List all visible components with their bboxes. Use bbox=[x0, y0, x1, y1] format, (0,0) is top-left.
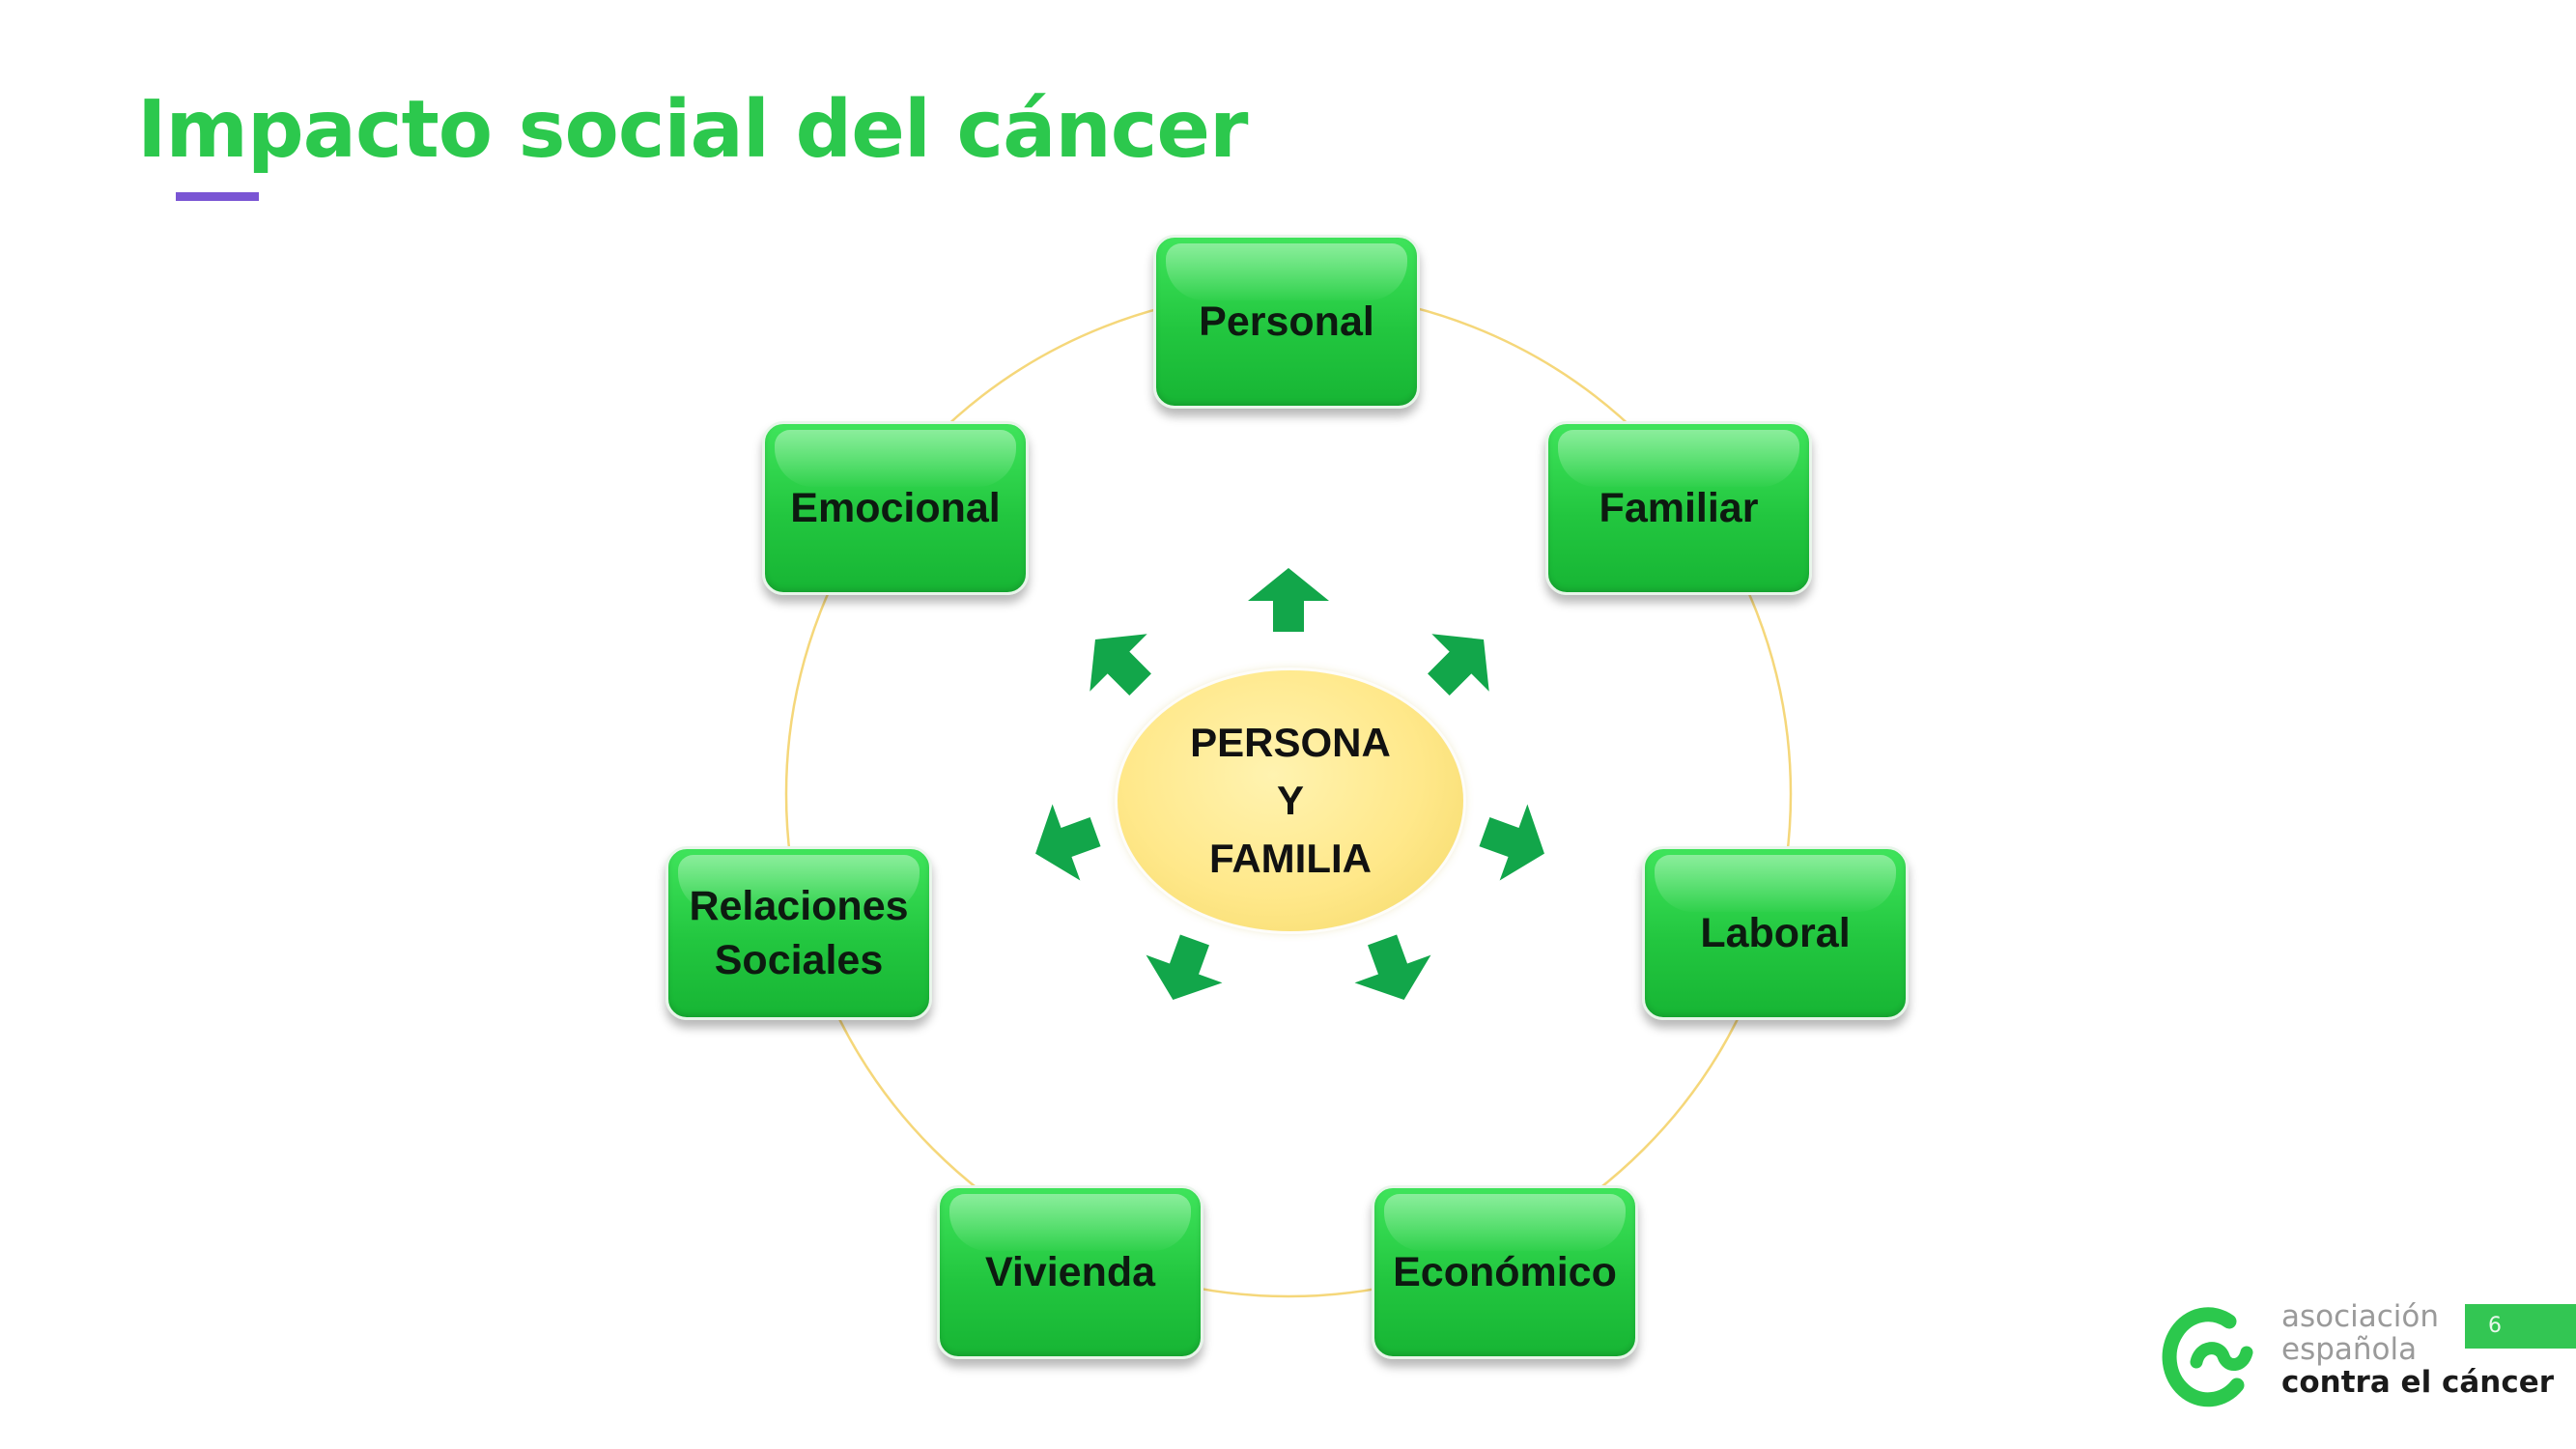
title-underline bbox=[176, 192, 259, 201]
node-relaciones-sociales: Relaciones Sociales bbox=[665, 846, 932, 1020]
center-persona-familia: PERSONA Y FAMILIA bbox=[1118, 670, 1463, 931]
brand-line-3: contra el cáncer bbox=[2281, 1365, 2555, 1400]
brand-name: asociación española contra el cáncer bbox=[2281, 1300, 2554, 1399]
node-emocional-label: Emocional bbox=[790, 485, 1001, 531]
node-laboral: Laboral bbox=[1642, 846, 1909, 1020]
node-personal-label: Personal bbox=[1199, 298, 1374, 345]
node-familiar: Familiar bbox=[1545, 421, 1812, 595]
node-personal: Personal bbox=[1153, 235, 1420, 409]
page-number: 6 bbox=[2465, 1304, 2576, 1349]
slide-title: Impacto social del cáncer bbox=[137, 84, 1248, 176]
center-label: PERSONA Y FAMILIA bbox=[1190, 720, 1391, 881]
node-economico-label: Económico bbox=[1393, 1249, 1617, 1295]
node-laboral-label: Laboral bbox=[1700, 910, 1851, 956]
aecc-logo-icon bbox=[2162, 1307, 2253, 1407]
node-economico: Económico bbox=[1372, 1185, 1638, 1359]
brand-line-1: asociación bbox=[2281, 1299, 2440, 1334]
node-familiar-label: Familiar bbox=[1599, 485, 1759, 531]
node-relaciones-sociales-label: Relaciones Sociales bbox=[689, 883, 909, 983]
node-vivienda-label: Vivienda bbox=[984, 1249, 1156, 1295]
node-vivienda: Vivienda bbox=[937, 1185, 1203, 1359]
brand-line-2: española bbox=[2281, 1332, 2418, 1367]
node-emocional: Emocional bbox=[762, 421, 1029, 595]
